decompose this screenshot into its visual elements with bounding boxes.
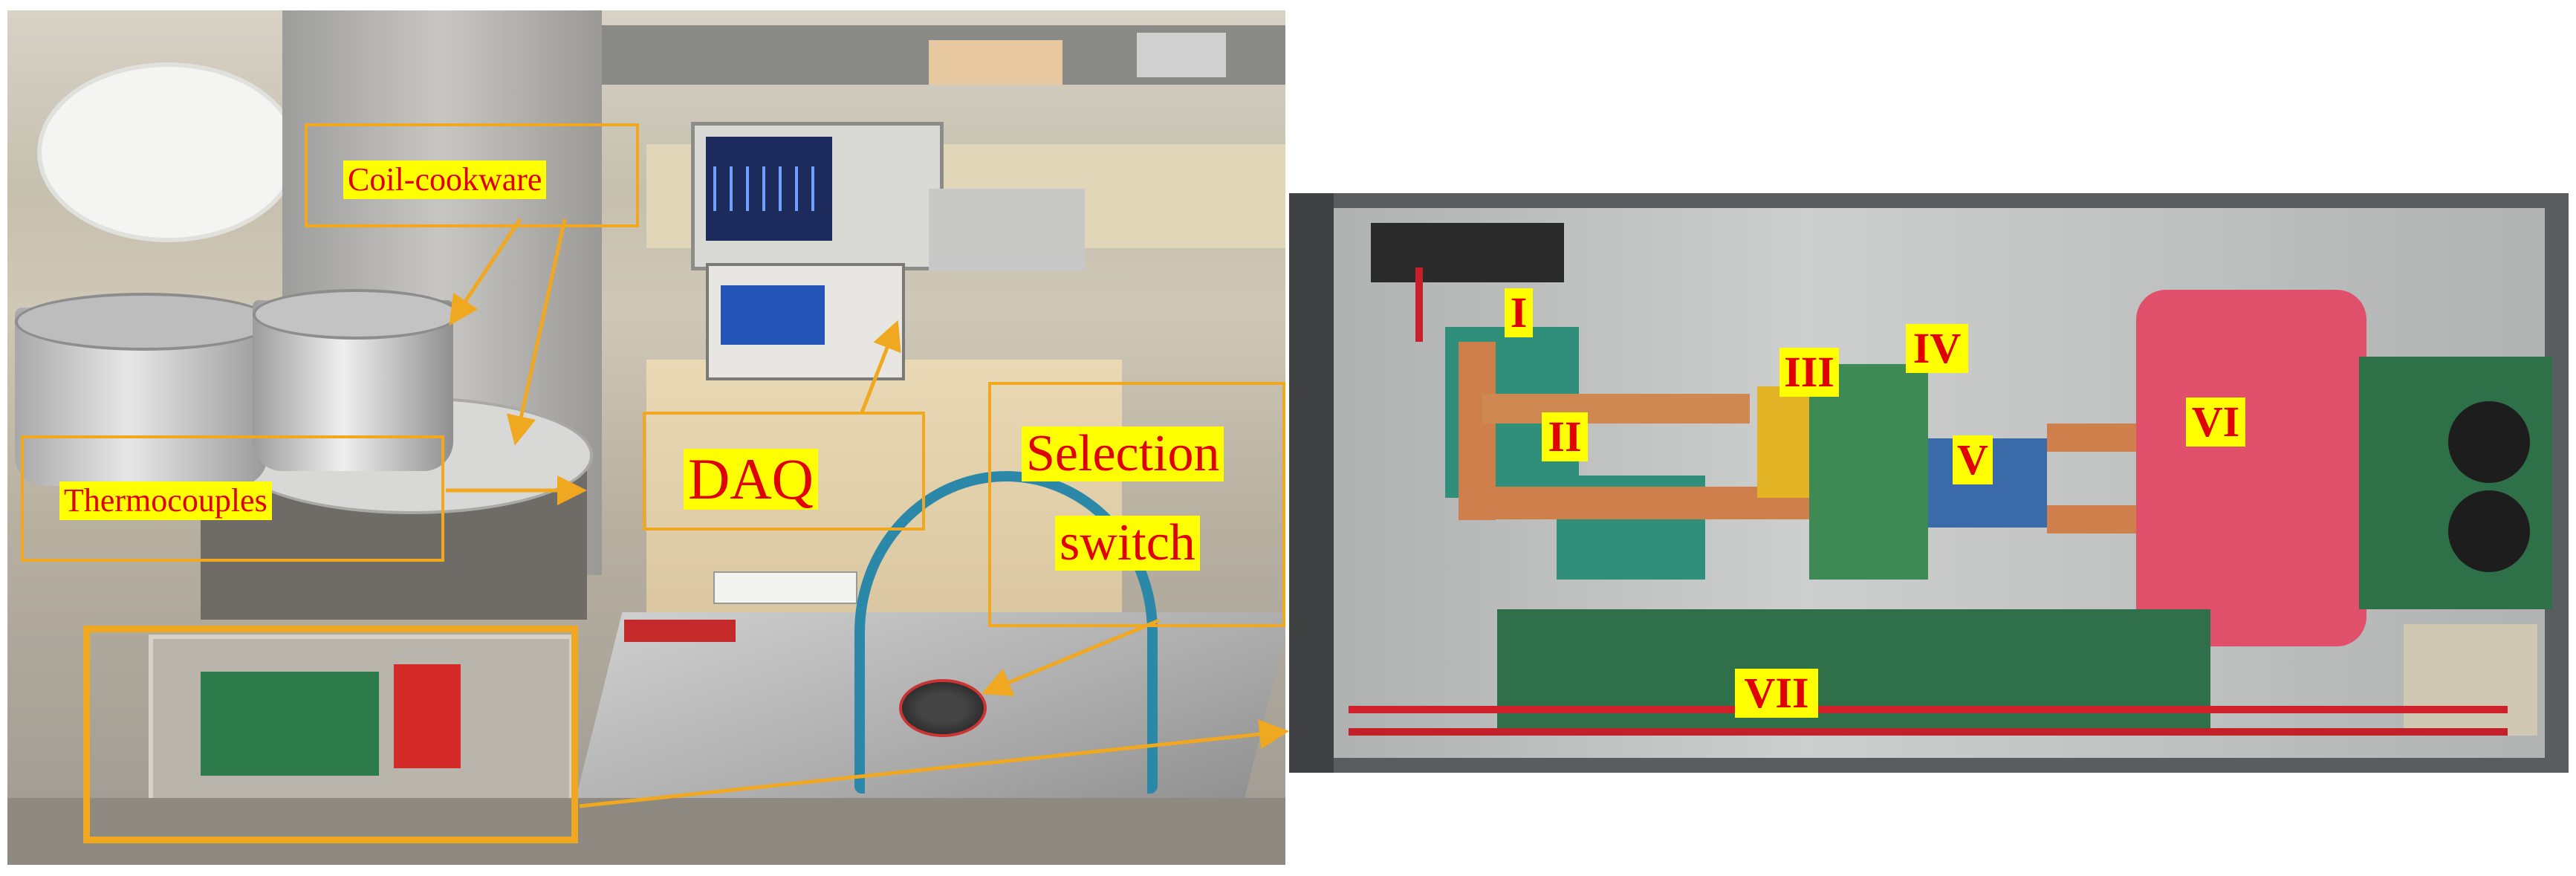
right-board: [2359, 357, 2552, 609]
transformer: [2404, 624, 2537, 736]
selection-label: Selection: [1022, 426, 1224, 481]
small-pot-rim: [253, 289, 459, 340]
ferrite-core: [2448, 490, 2530, 572]
floor: [7, 798, 1285, 865]
inverter-red-part: [394, 664, 461, 768]
red-wire: [1349, 706, 2508, 713]
inverter-photo: I II III IV V VI VII: [1289, 193, 2569, 773]
red-display: [624, 620, 736, 642]
white-probe: [713, 571, 857, 604]
copper-busbar-horizontal: [1459, 487, 1815, 519]
enclosure-left-wall: [1289, 193, 1334, 773]
scope-waveform: [713, 166, 825, 211]
thermocouples-label: Thermocouples: [59, 481, 272, 520]
large-pot-rim: [15, 293, 273, 351]
inverter-pcb: [201, 672, 379, 776]
control-board: [1497, 609, 2210, 736]
daq-frame: [643, 412, 925, 531]
side-instrument: [929, 189, 1085, 270]
setup-photo: Coil-cookware Thermocouples DAQ Selectio…: [7, 10, 1285, 865]
inverter-frame: [83, 626, 578, 843]
switch-label: switch: [1055, 516, 1200, 571]
daq-label: DAQ: [684, 449, 818, 510]
thermocouples-frame: [21, 435, 444, 562]
ferrite-core: [2448, 401, 2530, 483]
copper-busbar-top: [1482, 394, 1750, 424]
red-wire: [1415, 267, 1423, 342]
red-wire: [1349, 728, 2508, 736]
component-label-v: V: [1953, 435, 1993, 484]
component-label-iv: IV: [1906, 324, 1968, 373]
component-label-ii: II: [1542, 412, 1588, 461]
selection-switch-frame: [988, 382, 1285, 627]
terminal-block: [1371, 223, 1564, 282]
red-housing: [2136, 290, 2366, 646]
coil-cookware-label: Coil-cookware: [343, 160, 547, 199]
component-label-vii: VII: [1735, 669, 1818, 718]
component-label-i: I: [1505, 288, 1533, 337]
daq-screen: [721, 285, 825, 345]
basket: [37, 62, 299, 242]
component-label-iii: III: [1779, 348, 1839, 397]
driver-board: [1809, 364, 1928, 580]
back-equipment: [1137, 33, 1226, 77]
back-equipment: [929, 40, 1062, 85]
component-label-vi: VI: [2186, 398, 2245, 447]
